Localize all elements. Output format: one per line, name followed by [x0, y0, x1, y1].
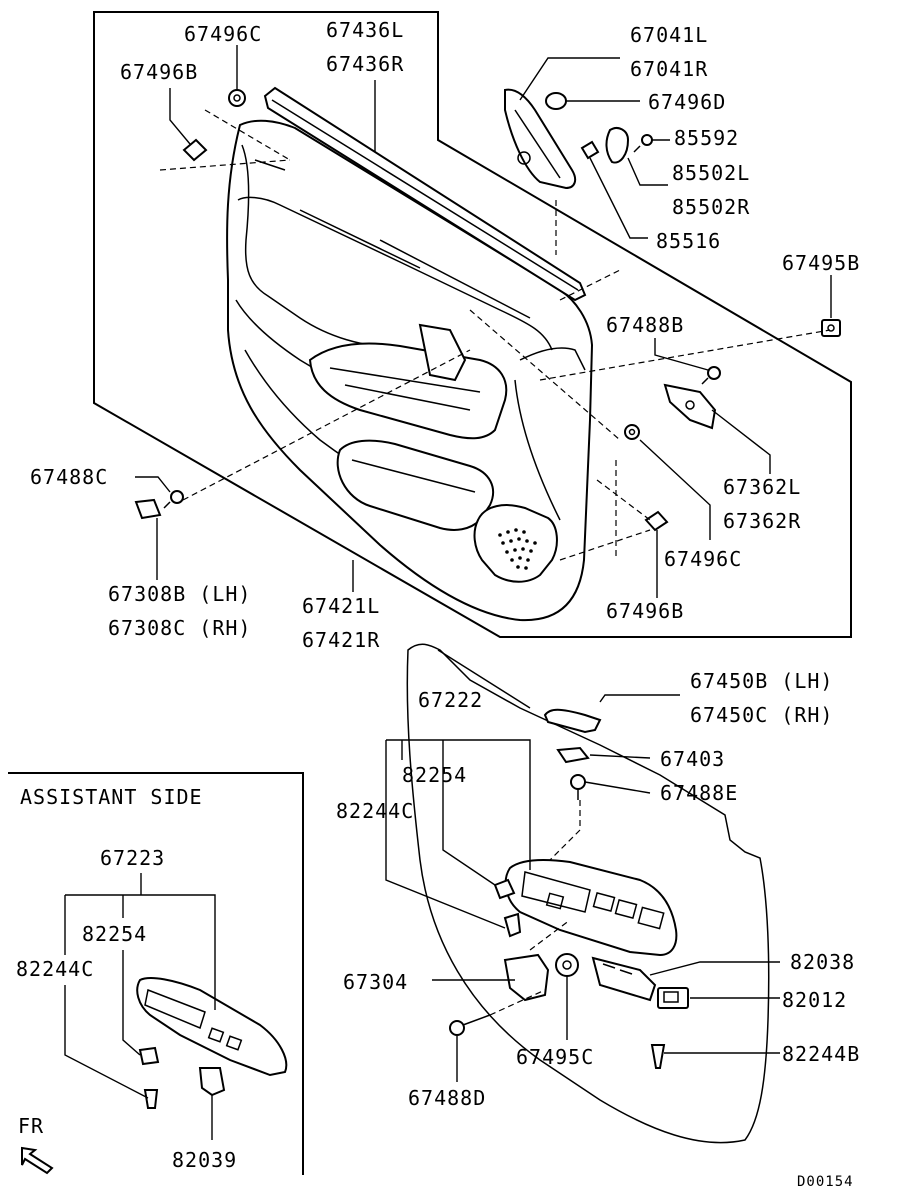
diagram-id: D00154 [797, 1174, 854, 1187]
assistant-side-title: ASSISTANT SIDE [20, 785, 203, 809]
label-67223: 67223 [100, 846, 165, 870]
screw-67488B [701, 366, 721, 385]
label-67496C-mid: 67496C [664, 547, 742, 571]
screw-82244B [650, 1044, 666, 1069]
label-82244B: 82244B [782, 1042, 860, 1066]
clip-82254-asst [138, 1046, 160, 1066]
label-67488B: 67488B [606, 313, 684, 337]
clip-67496C-mid [624, 424, 640, 440]
weatherstrip [263, 86, 587, 302]
switch-82039 [198, 1067, 226, 1097]
clip-85516 [580, 140, 600, 160]
label-67362R: 67362R [723, 509, 801, 533]
label-67496C-top: 67496C [184, 22, 262, 46]
label-82244C-main: 82244C [336, 799, 414, 823]
label-67450C: 67450C (RH) [690, 703, 833, 727]
screw-67488D [449, 1014, 491, 1036]
label-67496B-top: 67496B [120, 60, 198, 84]
clip-67495B [821, 319, 841, 337]
finisher-67450 [543, 708, 602, 734]
label-67488C: 67488C [30, 465, 108, 489]
label-82254-main: 82254 [402, 763, 467, 787]
clip-67496D [545, 92, 567, 110]
part-labels: 67496C 67436L 67436R 67041L 67041R 67496… [16, 18, 860, 1187]
label-82012: 82012 [782, 988, 847, 1012]
label-82039: 82039 [172, 1148, 237, 1172]
label-85502L: 85502L [672, 161, 750, 185]
clip-67496B-top [182, 138, 208, 162]
label-67304: 67304 [343, 970, 408, 994]
clip-82254-main [493, 878, 516, 900]
screw-67488C [163, 490, 184, 509]
label-67308C: 67308C (RH) [108, 616, 251, 640]
clip-82244C-main [503, 912, 522, 938]
label-67495B: 67495B [782, 251, 860, 275]
label-67421L: 67421L [302, 594, 380, 618]
cap-67308 [134, 498, 162, 520]
clip-67496B-mid [644, 510, 669, 532]
label-85592: 85592 [674, 126, 739, 150]
screw-67488E [570, 774, 586, 800]
screw-85592 [633, 134, 653, 153]
switch-82038 [591, 956, 657, 1002]
label-67041R: 67041R [630, 57, 708, 81]
leader-lines-asst [64, 873, 216, 1140]
clip-67495C [555, 953, 579, 977]
assistant-side-frame [8, 772, 304, 1175]
dashed-lines-main [159, 109, 831, 561]
assistant-switch-panel-67223 [136, 977, 288, 1077]
label-82254-asst: 82254 [82, 922, 147, 946]
bracket-85502 [605, 127, 630, 164]
label-85516: 85516 [656, 229, 721, 253]
label-67308B: 67308B (LH) [108, 582, 251, 606]
label-67436R: 67436R [326, 52, 404, 76]
label-67496B-mid: 67496B [606, 599, 684, 623]
label-67496D: 67496D [648, 90, 726, 114]
label-67403: 67403 [660, 747, 725, 771]
door-inner-outline [406, 643, 770, 1144]
dashed-lines-lower [489, 800, 581, 1016]
door-trim-panel [226, 119, 594, 622]
label-67041L: 67041L [630, 23, 708, 47]
front-direction-arrow-icon [21, 1146, 54, 1175]
clip-67496C-top [228, 89, 246, 107]
label-82244C-asst: 82244C [16, 957, 94, 981]
label-67488E: 67488E [660, 781, 738, 805]
screw-82244C-asst [143, 1089, 159, 1109]
main-assembly-frame [93, 11, 852, 638]
bracket-67304 [503, 953, 550, 1002]
label-67362L: 67362L [723, 475, 801, 499]
label-fr: FR [18, 1114, 44, 1138]
label-67495C: 67495C [516, 1045, 594, 1069]
label-67222: 67222 [418, 688, 483, 712]
bracket-67362 [663, 383, 717, 430]
label-67488D: 67488D [408, 1086, 486, 1110]
label-67436L: 67436L [326, 18, 404, 42]
speaker-grille-dots [498, 528, 537, 570]
pad-67403 [556, 746, 590, 764]
label-85502R: 85502R [672, 195, 750, 219]
switch-panel-67222 [504, 859, 678, 957]
leader-lines-main [135, 45, 832, 598]
leader-lines-lower [385, 649, 780, 1082]
label-67421R: 67421R [302, 628, 380, 652]
switch-82012 [657, 987, 689, 1009]
label-82038: 82038 [790, 950, 855, 974]
label-67450B: 67450B (LH) [690, 669, 833, 693]
